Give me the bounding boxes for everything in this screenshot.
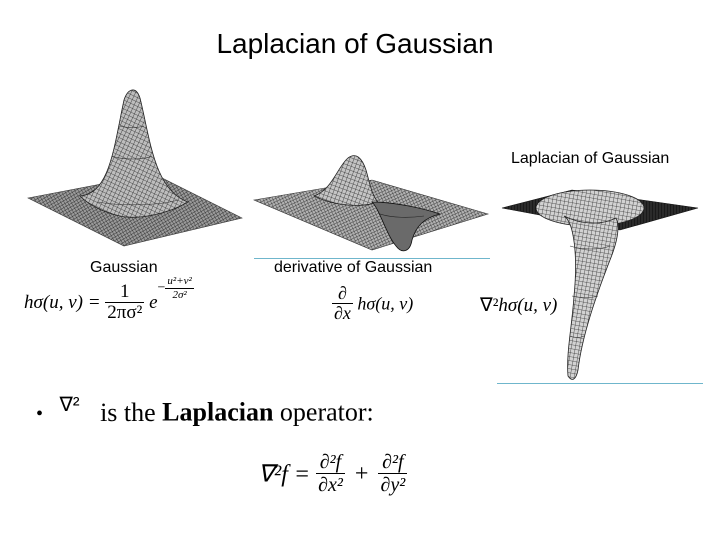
derivative-peak xyxy=(312,155,379,206)
slide-title: Laplacian of Gaussian xyxy=(216,28,494,59)
gaussian-formula-lhs: hσ(u, v) = xyxy=(24,291,101,313)
laplacian-def-term1: ∂²f ∂x² xyxy=(316,452,345,496)
derivative-plot-underline xyxy=(254,258,490,259)
laplacian-def-term2: ∂²f ∂y² xyxy=(378,452,408,496)
gaussian-caption: Gaussian xyxy=(90,259,158,276)
gaussian-coef-den: 2πσ² xyxy=(107,301,143,323)
bullet-text-before: is the xyxy=(100,397,156,427)
term1-num: ∂²f xyxy=(316,452,345,474)
derivative-operator: ∂ ∂x xyxy=(332,284,353,324)
log-operator: ∇² xyxy=(480,295,499,316)
derivative-function: hσ(u, v) xyxy=(357,293,414,314)
gaussian-coef-num: 1 xyxy=(105,282,145,303)
laplacian-def-plus: + xyxy=(354,460,369,487)
term2-num: ∂²f xyxy=(378,452,408,474)
laplacian-def-lhs: ∇²f = xyxy=(258,461,311,488)
derivative-op-num: ∂ xyxy=(332,284,353,304)
bullet-text-after: operator: xyxy=(279,397,374,427)
gaussian-exp-den: 2σ² xyxy=(172,288,187,301)
log-caption: Laplacian of Gaussian xyxy=(511,150,670,167)
gaussian-surface-plot xyxy=(27,89,243,247)
log-plot-underline xyxy=(497,383,703,384)
bullet-nabla-symbol: ∇² xyxy=(59,394,80,416)
derivative-op-den: ∂x xyxy=(334,302,351,323)
laplacian-of-gaussian-surface-plot xyxy=(501,189,699,380)
derivative-trough xyxy=(371,201,442,252)
derivative-surface-plot xyxy=(252,155,490,252)
gaussian-exp-base: e xyxy=(149,291,158,313)
gaussian-exp-num: u²+v² xyxy=(165,275,194,289)
log-ring xyxy=(535,189,645,227)
bullet-marker: • xyxy=(36,403,44,426)
term1-den: ∂x² xyxy=(318,474,343,496)
bullet-line: • ∇² is the Laplacian operator: xyxy=(36,392,374,428)
bullet-bold-term: Laplacian xyxy=(162,397,274,427)
gaussian-exp-sign: − xyxy=(157,280,166,296)
term2-den: ∂y² xyxy=(380,474,406,496)
laplacian-definition: ∇²f = ∂²f ∂x² + ∂²f ∂y² xyxy=(258,452,408,496)
derivative-caption: derivative of Gaussian xyxy=(274,259,433,276)
log-formula: ∇²hσ(u, v) xyxy=(480,294,557,317)
log-spike xyxy=(563,215,619,380)
derivative-formula: ∂ ∂x hσ(u, v) xyxy=(332,284,413,324)
gaussian-bell xyxy=(79,89,189,218)
log-function: hσ(u, v) xyxy=(498,295,558,316)
gaussian-coefficient: 1 2πσ² xyxy=(105,282,145,324)
